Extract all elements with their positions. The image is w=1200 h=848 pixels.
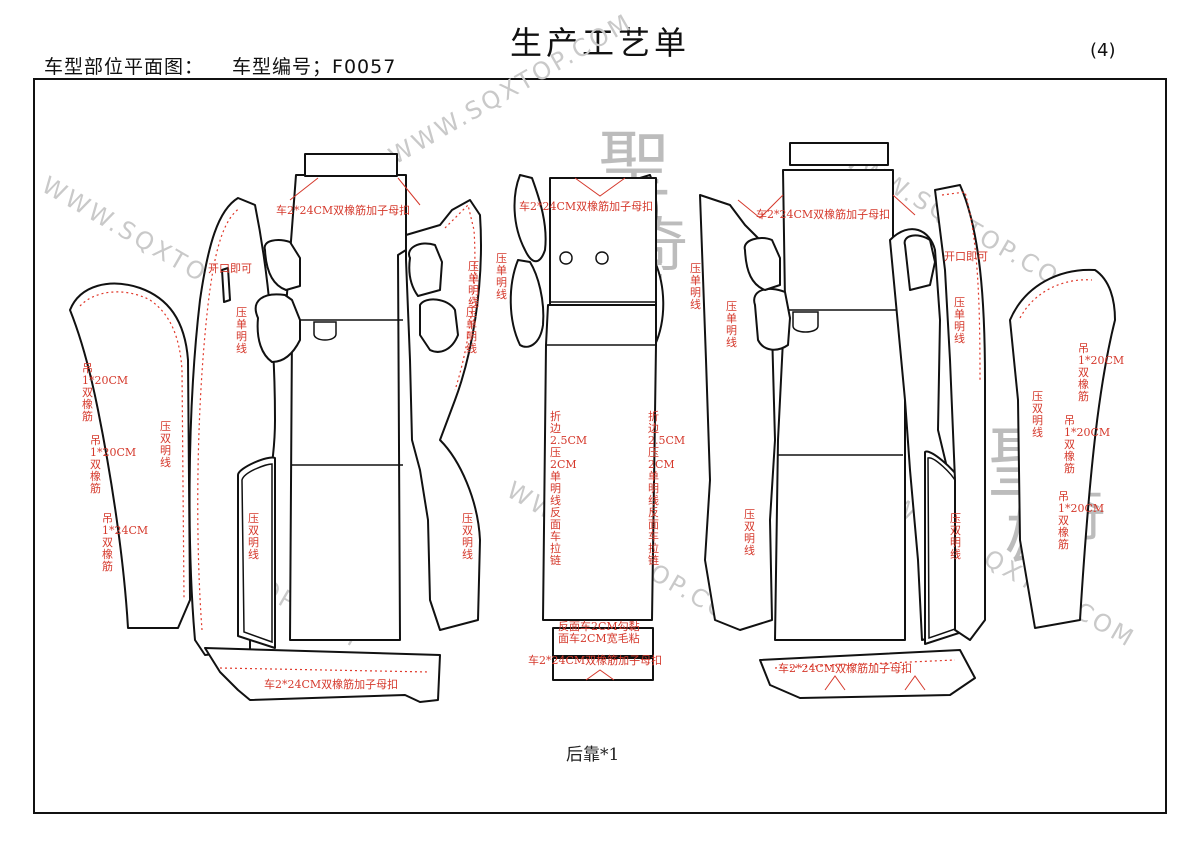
marker-left-top [289,177,421,206]
left-top-tab [304,153,398,177]
left-center-ring-right [408,242,443,297]
annotation-open-left: 开口即可 [208,262,252,275]
right-buckle-slot [792,311,819,333]
left-buckle-slot [313,321,337,341]
right-outer-stitch [941,191,981,381]
page-title: 生产工艺单 [509,24,690,62]
left-pattern-group [69,153,482,703]
floor-plan-label: 车型部位平面图： [44,56,205,78]
left-right-strip-stitch [444,203,476,391]
center-left-leaf [509,259,545,348]
model-code-label: 车型编号；F0057 [232,56,397,78]
left-lower-pocket-inner [241,463,273,644]
annotation-double-line-4: 压双明线 [744,508,755,557]
right-small-ring [903,234,936,291]
annotation-center-top: 车2*24CM双橡筋加子母扣 [519,199,653,213]
annotation-left-top: 车2*24CM双橡筋加子母扣 [276,203,410,217]
center-bottom-tab [552,657,654,681]
center-buckle-left [559,251,573,265]
marker-right-top [737,194,916,219]
marker-layer [289,177,926,691]
left-lower-pocket [237,456,276,649]
center-top-panel [549,177,657,307]
right-far-side-panel [1009,268,1116,629]
left-center-ring-arm [419,298,459,353]
left-outer-side-panel [69,282,191,629]
marker-right-bottom [824,675,926,691]
annotation-double-line-2: 压双明线 [248,512,259,561]
annotation-single-line-2: 压单明线 [466,306,477,355]
annotation-double-line-6: 压双明线 [1032,390,1043,439]
left-small-strap [221,267,231,303]
left-upper-headrest-hole [263,239,301,291]
center-pattern-group [509,174,665,681]
annotation-center-bottom: 车2*24CM双橡筋加子母扣 [528,653,662,667]
right-top-tab [789,142,889,166]
center-left-petal [513,174,547,263]
right-arm-piece [753,287,791,351]
annotation-single-line-7: 压单明线 [468,260,479,309]
annotation-single-line-4: 压单明线 [690,262,701,311]
marker-center-top [574,177,626,197]
left-inner-stitch-line [197,207,241,631]
piece-caption: 后靠*1 [566,745,619,765]
annotation-layer: 车2*24CM双橡筋加子母扣 车2*24CM双橡筋加子母扣 车2*24CM双橡筋… [82,199,1124,691]
marker-center-bottom [585,669,615,681]
annotation-left-bottom: 车2*24CM双橡筋加子母扣 [264,677,398,691]
annotation-single-line-5: 压单明线 [726,300,737,349]
left-bottom-flap-stitch [219,667,431,673]
annotation-single-line-3: 压单明线 [496,252,507,301]
right-main-back-panel [774,169,906,641]
left-main-back-panel [284,174,407,641]
right-pattern-group [699,142,1116,699]
left-upper-arm-piece [254,293,301,363]
center-buckle-right [595,251,609,265]
drawing-frame [33,78,1167,814]
annotation-single-line-6: 压单明线 [954,296,965,345]
header-left: 车型部位平面图： 车型编号；F0057 [44,52,396,79]
annotation-double-line-5: 压双明线 [950,512,961,561]
right-outer-side-panel [934,184,986,641]
left-outer-stitch-line [79,291,185,599]
right-bottom-flap-stitch [774,659,956,669]
annotation-open-right: 开口即可 [944,250,988,263]
annotation-double-line-1: 压双明线 [160,420,171,469]
annotation-right-top: 车2*24CM双橡筋加子母扣 [756,207,890,221]
page-number: (4) [1090,40,1116,61]
annotation-velcro-back: 反面车2CM勾黏 [558,619,640,633]
center-velcro-strip [552,627,654,657]
right-head-hole [743,237,781,291]
left-bottom-flap [204,647,441,703]
annotation-velcro-face: 面车2CM宽毛粘 [558,631,640,645]
annotation-right-bottom: 车2*24CM双橡筋加子母扣 [778,661,912,675]
annotation-single-line-1: 压单明线 [236,306,247,355]
annotation-double-line-3: 压双明线 [462,512,473,561]
